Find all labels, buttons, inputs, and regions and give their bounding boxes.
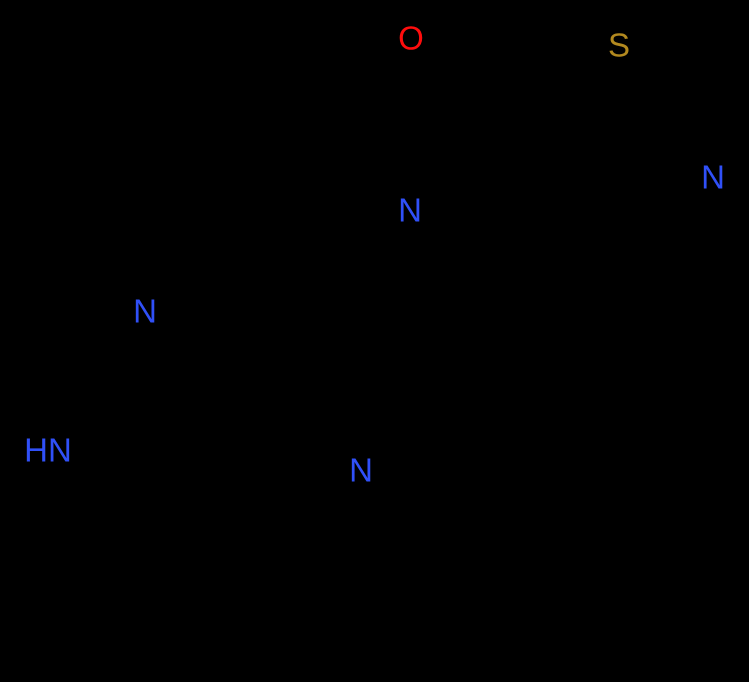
atom-oxygen: O xyxy=(398,19,424,57)
atom-nitrogen-ring: N xyxy=(349,451,373,489)
atom-nitrogen-imidazole: N xyxy=(133,292,157,330)
atom-sulfur: S xyxy=(607,26,631,64)
atom-nh-imidazole: HN xyxy=(24,431,72,469)
atom-nitrogen-amide: N xyxy=(398,191,422,229)
atom-nitrogen-thiazole: N xyxy=(701,158,725,196)
